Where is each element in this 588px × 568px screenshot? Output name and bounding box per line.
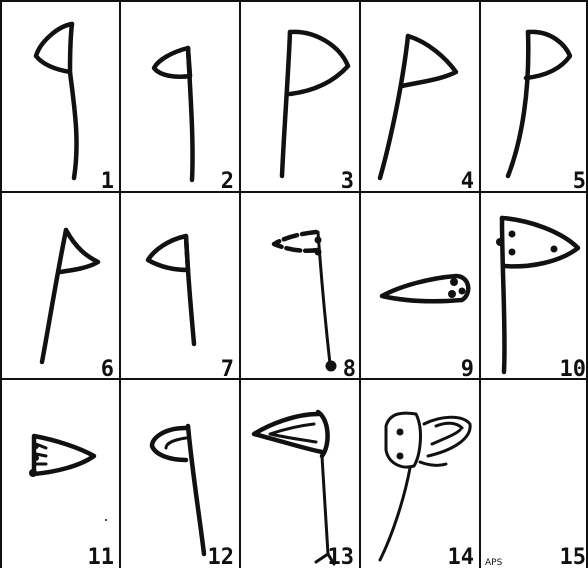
- sign-variant-4: [380, 36, 456, 178]
- sign-variant-2: [154, 48, 193, 180]
- cell-number: 7: [221, 357, 234, 382]
- cell-number: 13: [328, 545, 355, 568]
- ink-dot: [450, 278, 458, 286]
- cell-number: 11: [88, 545, 115, 568]
- cell-number: 14: [448, 545, 475, 568]
- ink-dot: [315, 249, 322, 256]
- cell-number: 3: [341, 169, 354, 194]
- ink-dot: [397, 453, 404, 460]
- cell-number: 8: [343, 357, 356, 382]
- ink-dot: [105, 519, 107, 521]
- sign-variant-11: [29, 436, 107, 521]
- cell-numbers: 1 2 3 4 5 6 7 8 9 10 11 12 13 14 15: [88, 169, 587, 568]
- sign-variant-10: [496, 218, 578, 372]
- sign-variant-6: [42, 230, 98, 362]
- ink-dot: [33, 443, 39, 449]
- cell-number: 4: [461, 169, 474, 194]
- cell-number: 12: [208, 545, 235, 568]
- cell-number: 6: [101, 357, 114, 382]
- ink-dot: [315, 237, 322, 244]
- ink-dot: [509, 231, 516, 238]
- sign-variant-3: [282, 32, 348, 176]
- ink-dot: [326, 361, 337, 372]
- sign-variant-8: [274, 232, 337, 372]
- cell-number: 5: [573, 169, 586, 194]
- ink-dot: [33, 455, 39, 461]
- sign-variant-12: [152, 426, 204, 554]
- cell-number: 9: [461, 357, 474, 382]
- sign-variant-5: [508, 32, 570, 176]
- sign-variant-14: [380, 413, 470, 560]
- ink-dot: [397, 429, 404, 436]
- sign-variant-9: [382, 276, 468, 301]
- ink-dot: [496, 238, 504, 246]
- sign-variant-1: [36, 24, 77, 178]
- cell-number: 15: [560, 545, 587, 568]
- ink-dot: [551, 246, 558, 253]
- ink-dot: [448, 290, 456, 298]
- ink-dot: [29, 469, 37, 477]
- ink-dot: [509, 249, 516, 256]
- cell-number: 10: [560, 357, 587, 382]
- sign-variant-7: [148, 236, 194, 344]
- ink-dot: [459, 288, 466, 295]
- cell-number: 2: [221, 169, 234, 194]
- cell-number: 1: [101, 169, 114, 194]
- artist-credit: APS: [485, 558, 503, 568]
- sign-variant-13: [254, 412, 334, 564]
